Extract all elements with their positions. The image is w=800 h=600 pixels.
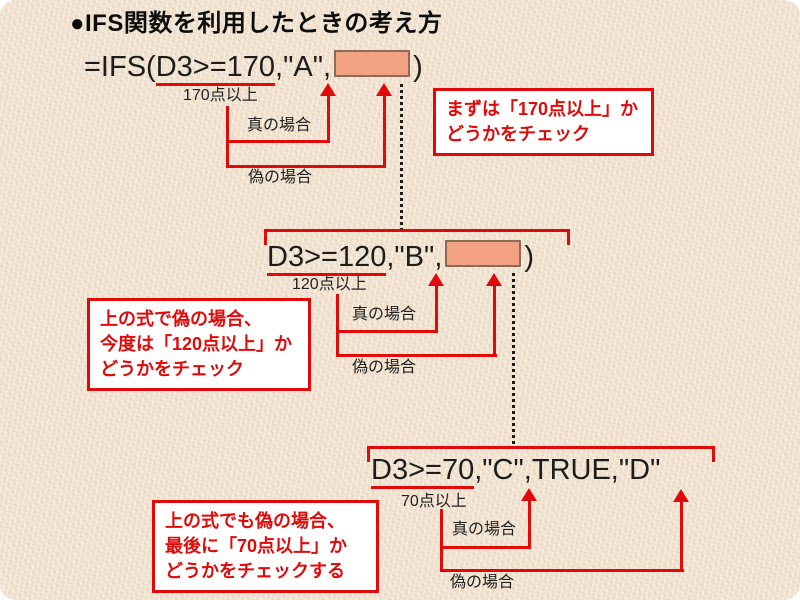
false-case-label: 偽の場合 (352, 359, 417, 376)
condition-label: 70点以上 (401, 493, 467, 510)
arrow-up-icon (320, 83, 336, 96)
formula-group-bracket (367, 446, 715, 462)
arrow-up-icon (376, 83, 392, 96)
true-case-arrow-stem (435, 285, 438, 333)
arrow-up-icon (521, 488, 537, 501)
placeholder-box (334, 50, 411, 77)
formula-mid: ,"C",TRUE,"D" (474, 454, 661, 486)
true-case-arrow-stem (528, 500, 531, 549)
arrow-up-icon (428, 273, 444, 286)
formula-group-bracket (264, 229, 570, 245)
true-case-label: 真の場合 (452, 521, 517, 538)
callout-line: まずは「170点以上」か (446, 99, 639, 119)
callout-line: 上の式で偽の場合、 (100, 309, 262, 329)
formula-mid: ,"A", (275, 51, 332, 83)
false-case-label: 偽の場合 (248, 169, 313, 186)
formula-close: ) (413, 51, 423, 83)
formula-3: D3>=70,"C",TRUE,"D" (371, 454, 661, 489)
callout-line: 上の式でも偽の場合、 (165, 511, 345, 531)
false-case-arrow-stem (383, 95, 386, 165)
false-case-arrow-stem (680, 501, 683, 572)
formula-close: ) (524, 241, 535, 273)
false-case-bracket-line (440, 569, 684, 572)
callout-line: どうかをチェック (100, 359, 244, 379)
condition-label: 170点以上 (183, 87, 258, 104)
true-case-bracket-line (226, 140, 330, 143)
false-case-bracket-line (226, 165, 386, 168)
formula-2: D3>=120,"B",) (267, 240, 535, 276)
false-case-arrow-stem (493, 285, 496, 357)
formula-prefix: =IFS( (84, 51, 156, 83)
condition-underlined: D3>=170 (155, 51, 276, 86)
callout-line: どうかをチェック (446, 124, 590, 144)
bracket-left-line (226, 106, 229, 168)
arrow-up-icon (673, 489, 689, 502)
placeholder-box (445, 240, 522, 267)
bracket-left-line (440, 509, 443, 572)
callout-line: 今度は「120点以上」か (100, 334, 293, 354)
true-case-label: 真の場合 (352, 306, 417, 323)
condition-label: 120点以上 (292, 276, 367, 293)
formula-mid: ,"B", (386, 241, 443, 273)
callout-line: 最後に「70点以上」か (165, 536, 348, 556)
formula-1: =IFS(D3>=170,"A",) (84, 50, 423, 86)
true-case-arrow-stem (327, 95, 330, 143)
true-case-bracket-line (440, 546, 531, 549)
condition-underlined: D3>=70 (371, 454, 475, 489)
condition-underlined: D3>=120 (267, 241, 387, 276)
arrow-up-icon (486, 273, 502, 286)
callout-line: どうかをチェックする (165, 561, 345, 581)
bracket-left-line (336, 294, 339, 357)
false-case-bracket-line (336, 354, 497, 357)
dotted-connector-2 (512, 273, 515, 446)
true-case-bracket-line (336, 330, 438, 333)
false-case-label: 偽の場合 (450, 574, 515, 591)
callout-note-1: まずは「170点以上」か どうかをチェック (433, 88, 654, 156)
page-title: ●IFS関数を利用したときの考え方 (70, 10, 443, 37)
dotted-connector-1 (400, 84, 403, 229)
callout-note-3: 上の式でも偽の場合、 最後に「70点以上」か どうかをチェックする (152, 500, 379, 593)
callout-note-2: 上の式で偽の場合、 今度は「120点以上」か どうかをチェック (87, 298, 311, 391)
true-case-label: 真の場合 (247, 117, 312, 134)
